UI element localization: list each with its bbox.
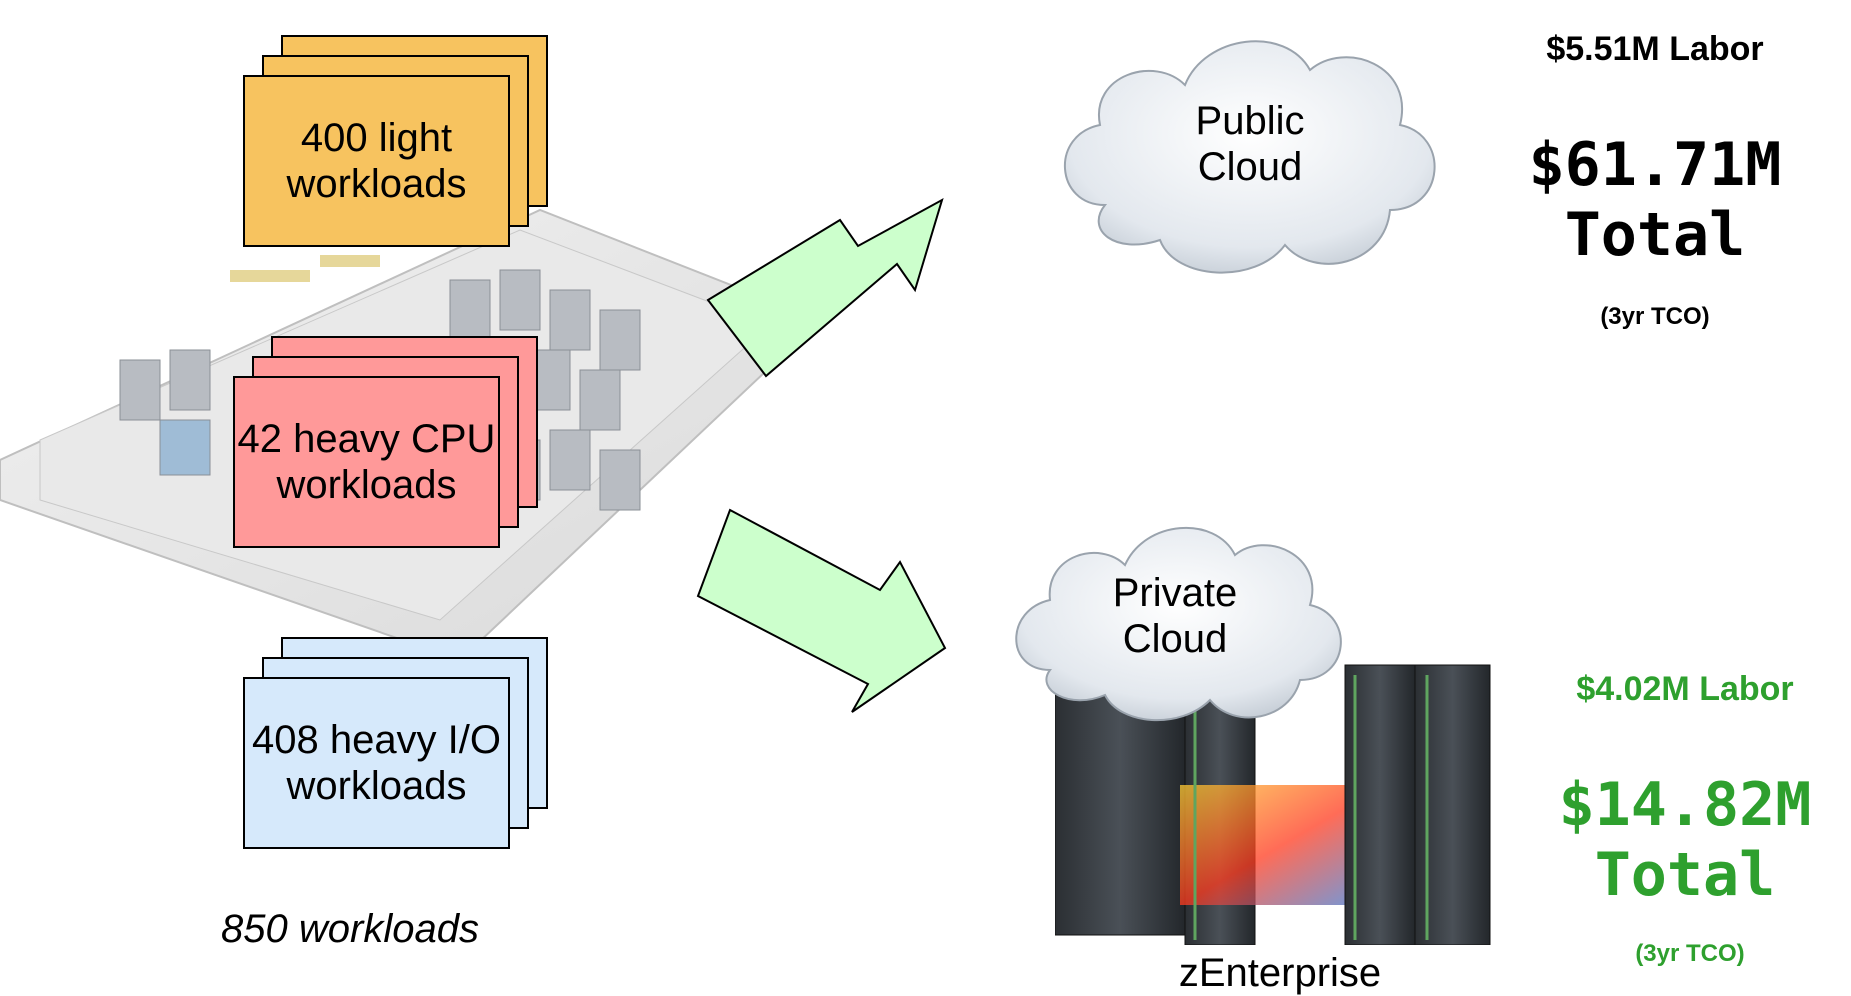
io-workloads-label: 408 heavy I/O workloads [251, 718, 502, 808]
public-total-cost: $61.71M Total [1528, 130, 1782, 270]
private-tco-note: (3yr TCO) [1635, 940, 1745, 967]
zenterprise-caption: zEnterprise [1178, 951, 1382, 995]
light-card-front [243, 75, 510, 247]
private-total-cost: $14.82M Total [1558, 770, 1812, 910]
public-tco-note: (3yr TCO) [1600, 303, 1710, 330]
public-cloud-label: Public Cloud [1195, 99, 1305, 189]
cpu-card-front [233, 376, 500, 548]
public-cloud-icon [1064, 40, 1436, 274]
io-card-front [243, 677, 510, 849]
private-labor-cost: $4.02M Labor [1576, 670, 1794, 708]
total-workloads-caption: 850 workloads [221, 907, 479, 951]
private-cloud-label: Private Cloud [1112, 571, 1238, 661]
arrow-to-public-cloud [706, 197, 944, 378]
public-labor-cost: $5.51M Labor [1546, 30, 1764, 68]
zenterprise-servers-image [1055, 664, 1491, 945]
private-cloud-icon [1015, 526, 1342, 721]
arrow-to-private-cloud [696, 508, 947, 713]
cpu-workloads-label: 42 heavy CPU workloads [237, 417, 496, 507]
light-workloads-label: 400 light workloads [286, 116, 467, 206]
